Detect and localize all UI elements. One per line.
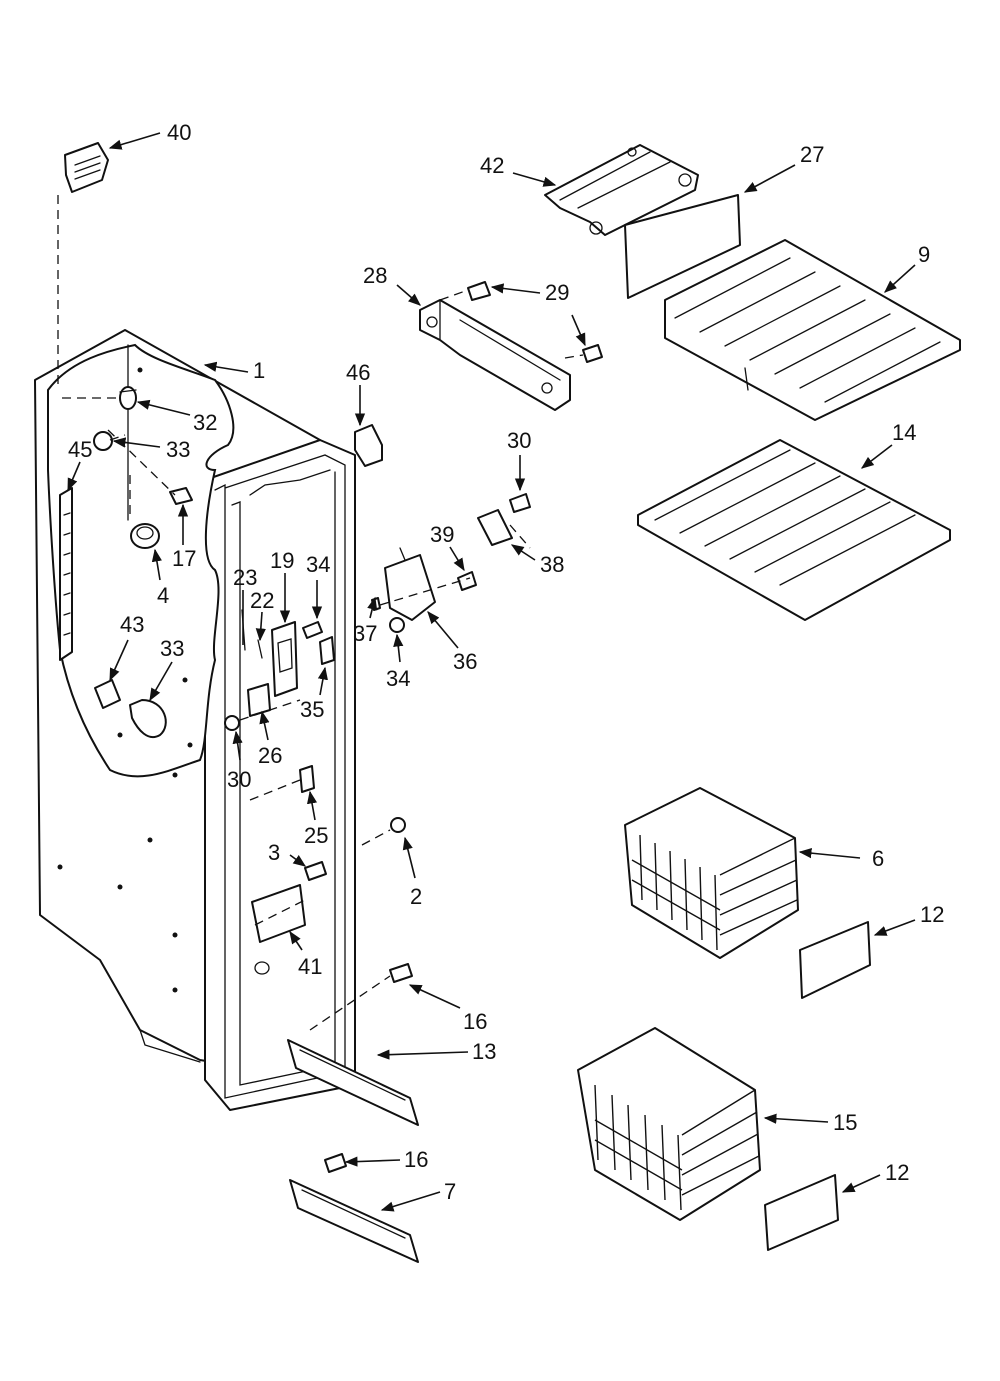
screw-16a xyxy=(389,963,413,983)
callout-42: 42 xyxy=(480,153,504,178)
grille-7 xyxy=(289,1179,419,1263)
callout-34-top: 34 xyxy=(306,552,330,577)
screw-30a xyxy=(509,493,531,513)
callout-23: 23 xyxy=(233,565,257,590)
callout-3: 3 xyxy=(268,840,280,865)
screw-2 xyxy=(390,817,406,833)
fastener-39 xyxy=(457,571,477,591)
callout-17: 17 xyxy=(172,546,196,571)
bulb-33-bottom xyxy=(129,699,167,738)
cap-40 xyxy=(64,142,109,193)
shelf-9 xyxy=(664,239,961,421)
callout-27: 27 xyxy=(800,142,824,167)
callout-36: 36 xyxy=(453,649,477,674)
callout-40: 40 xyxy=(167,120,191,145)
callout-12-top: 12 xyxy=(920,902,944,927)
screw-34a xyxy=(302,621,323,639)
board-38 xyxy=(477,509,513,546)
grille-13 xyxy=(287,1039,419,1126)
bracket-28 xyxy=(419,299,571,411)
callout-28: 28 xyxy=(363,263,387,288)
bulb-33-top xyxy=(93,431,113,451)
knob-4 xyxy=(130,523,160,549)
callout-37: 37 xyxy=(353,621,377,646)
callout-39: 39 xyxy=(430,522,454,547)
callout-6: 6 xyxy=(872,846,884,871)
callout-labels: 40 42 27 28 29 9 1 46 32 33 45 30 14 17 … xyxy=(68,120,944,1204)
callout-41: 41 xyxy=(298,954,322,979)
callout-15: 15 xyxy=(833,1110,857,1135)
callout-9: 9 xyxy=(918,242,930,267)
callout-12-bottom: 12 xyxy=(885,1160,909,1185)
callout-45: 45 xyxy=(68,437,92,462)
callout-32: 32 xyxy=(193,410,217,435)
callout-38: 38 xyxy=(540,552,564,577)
control-19 xyxy=(271,621,298,697)
shelf-14 xyxy=(637,439,951,621)
callout-14: 14 xyxy=(892,420,916,445)
callout-7: 7 xyxy=(444,1179,456,1204)
board-26 xyxy=(247,683,271,717)
callout-46: 46 xyxy=(346,360,370,385)
bracket-46 xyxy=(354,424,383,467)
callout-25: 25 xyxy=(304,823,328,848)
callout-16-bottom: 16 xyxy=(404,1147,428,1172)
callout-4: 4 xyxy=(157,583,169,608)
callout-2: 2 xyxy=(410,884,422,909)
callout-1: 1 xyxy=(253,358,265,383)
callout-16-top: 16 xyxy=(463,1009,487,1034)
screw-29b xyxy=(582,344,603,363)
callout-30-bottom: 30 xyxy=(227,767,251,792)
basket-front-12b xyxy=(764,1174,839,1251)
callout-34-bottom: 34 xyxy=(386,666,410,691)
damper-17 xyxy=(169,487,193,505)
callout-22: 22 xyxy=(250,588,274,613)
callout-29: 29 xyxy=(545,280,569,305)
light-socket-32 xyxy=(119,386,137,410)
callout-35: 35 xyxy=(300,697,324,722)
cover-36 xyxy=(384,547,436,621)
switch-25 xyxy=(299,765,315,793)
screw-34b xyxy=(389,617,405,633)
clip-35 xyxy=(319,636,335,665)
socket-43 xyxy=(94,679,121,709)
basket-15 xyxy=(577,1027,761,1221)
callout-26: 26 xyxy=(258,743,282,768)
housing-41 xyxy=(251,884,306,975)
callout-13: 13 xyxy=(472,1039,496,1064)
callout-43: 43 xyxy=(120,612,144,637)
hinge-cover-42 xyxy=(544,144,699,236)
callout-33-top: 33 xyxy=(166,437,190,462)
callout-33-bottom: 33 xyxy=(160,636,184,661)
screw-3 xyxy=(304,861,327,881)
basket-front-12a xyxy=(799,921,871,999)
callout-19: 19 xyxy=(270,548,294,573)
screw-16b xyxy=(324,1153,347,1173)
screw-30b xyxy=(224,715,240,731)
strip-45 xyxy=(59,487,73,661)
divider-27 xyxy=(624,194,741,299)
callout-30-top: 30 xyxy=(507,428,531,453)
screw-29a xyxy=(467,281,491,301)
basket-6 xyxy=(624,787,799,959)
